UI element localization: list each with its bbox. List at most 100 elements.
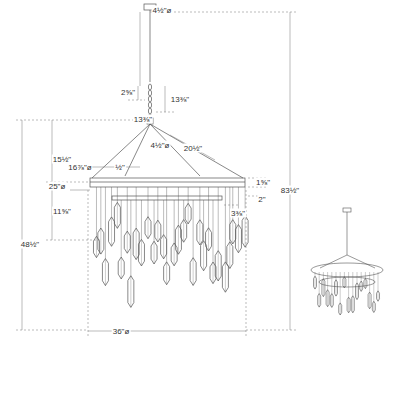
crystal xyxy=(145,217,151,239)
hanging-rod xyxy=(111,187,112,217)
crystal xyxy=(227,242,233,269)
crystal xyxy=(174,243,175,266)
hanging-rod xyxy=(340,272,341,303)
crystal xyxy=(377,291,380,301)
crystal xyxy=(378,291,379,301)
hanging-rod xyxy=(121,200,122,257)
crystal xyxy=(138,239,144,266)
crystal xyxy=(197,220,203,245)
crystal xyxy=(357,283,358,300)
hanging-rod xyxy=(365,272,366,278)
hanging-rod xyxy=(178,187,179,225)
crystal xyxy=(335,280,338,296)
hanging-rod xyxy=(105,187,106,259)
chain-link xyxy=(148,96,151,102)
hanging-rod xyxy=(373,272,374,301)
crystal xyxy=(218,251,219,281)
dimension-label: 25"ø xyxy=(48,182,67,191)
hanging-rod xyxy=(319,272,320,294)
crystal xyxy=(336,280,337,296)
hanging-rod xyxy=(117,187,118,202)
hanging-rod xyxy=(203,200,204,241)
hanging-rod xyxy=(199,187,200,220)
dimension-label: 13⅜" xyxy=(170,95,190,104)
hanging-rod xyxy=(323,272,324,279)
crystal xyxy=(213,262,214,284)
hanging-rod xyxy=(361,272,362,281)
crystal xyxy=(96,236,97,257)
crystal xyxy=(121,257,122,279)
dimension-label: 16⅞"ø xyxy=(67,163,92,172)
hanging-rod xyxy=(148,187,149,217)
crystal xyxy=(215,251,221,281)
hanging-rod xyxy=(183,200,184,220)
top-ring xyxy=(90,182,245,183)
hanging-rod xyxy=(166,187,167,262)
crystal xyxy=(114,202,120,228)
hanging-rod xyxy=(96,187,97,236)
crystal xyxy=(148,217,149,239)
support-arm xyxy=(125,124,150,176)
crystal xyxy=(314,276,317,289)
hanging-rod xyxy=(208,187,209,228)
crystal xyxy=(331,294,332,308)
hanging-rod xyxy=(130,200,131,276)
hanging-rod xyxy=(213,200,214,262)
hanging-rod xyxy=(136,187,137,228)
crystal xyxy=(242,216,248,247)
crystal xyxy=(203,241,204,271)
crystal xyxy=(360,281,363,291)
hanging-rod xyxy=(352,272,353,296)
crystal xyxy=(208,228,209,251)
dimension-label: 13⅜" xyxy=(133,115,153,124)
hanging-rod xyxy=(163,200,164,235)
crystal xyxy=(348,297,349,313)
chain-link xyxy=(148,108,151,114)
support-arm xyxy=(150,124,243,178)
crystal xyxy=(111,217,112,246)
hanging-rod xyxy=(141,200,142,239)
crystal xyxy=(193,258,194,286)
crystal xyxy=(229,242,230,269)
hanging-rod xyxy=(336,272,337,280)
crystal xyxy=(330,294,333,308)
crystal xyxy=(109,217,115,246)
thumbnail-chandelier xyxy=(311,208,383,315)
crystal xyxy=(127,231,128,253)
hanging-rod xyxy=(238,187,239,225)
crystal xyxy=(372,301,375,312)
crystal xyxy=(340,303,341,315)
crystal xyxy=(323,279,324,297)
crystal xyxy=(105,259,106,286)
crystal xyxy=(93,236,99,257)
crystal xyxy=(199,220,200,245)
crystal xyxy=(155,220,161,242)
crystal xyxy=(154,241,155,264)
crystal xyxy=(100,228,101,254)
dimension-label: 2⅝" xyxy=(120,88,136,97)
crystal xyxy=(157,220,158,242)
crystal xyxy=(151,241,157,264)
hanging-rod xyxy=(225,187,226,262)
crystal xyxy=(365,278,366,288)
hanging-rod xyxy=(127,187,128,231)
crystal xyxy=(178,225,179,254)
chain-link xyxy=(148,90,151,96)
hanging-rod xyxy=(348,272,349,297)
crystal xyxy=(136,228,137,259)
crystal xyxy=(222,262,228,292)
crystal xyxy=(232,220,233,244)
hanging-rod xyxy=(331,272,332,294)
crystal xyxy=(98,228,104,254)
dimension-label: 11⅝" xyxy=(52,207,72,216)
top-ring xyxy=(90,178,245,187)
crystal xyxy=(185,203,191,224)
hanging-rod xyxy=(378,272,379,291)
hanging-rod xyxy=(100,187,101,228)
crystal xyxy=(318,294,321,308)
inner-ring xyxy=(112,196,222,200)
crystal xyxy=(364,278,367,288)
hanging-rod xyxy=(344,272,345,277)
